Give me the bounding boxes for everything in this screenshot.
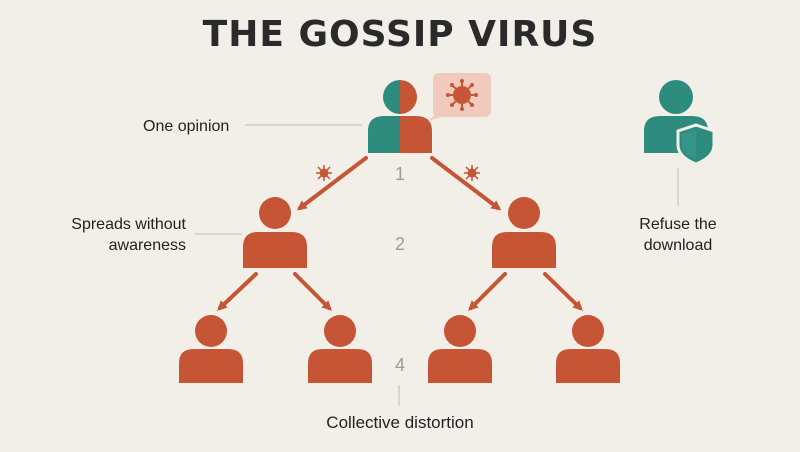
virus-icon — [464, 165, 480, 181]
virus-icon — [446, 79, 478, 111]
level-4-number: 4 — [394, 355, 405, 375]
arrow-icon — [217, 272, 258, 311]
spreads-label-line1: Spreads without — [71, 216, 186, 233]
refuse-label-line1: Refuse the — [639, 216, 717, 233]
origin-person-icon — [368, 80, 432, 153]
refuse-label: Refuse the download — [618, 214, 738, 256]
shield-icon — [676, 123, 716, 166]
one-opinion-label: One opinion — [143, 118, 230, 135]
arrow-icon — [293, 272, 332, 311]
level-1-number: 1 — [394, 164, 405, 184]
person-icon — [308, 315, 372, 383]
spreads-label-line2: awareness — [108, 237, 186, 254]
person-icon — [243, 197, 307, 268]
arrow-icon — [296, 156, 368, 211]
spreads-label: Spreads without awareness — [58, 214, 186, 256]
arrow-icon — [468, 272, 507, 311]
refuse-label-line2: download — [643, 237, 713, 254]
person-icon — [556, 315, 620, 383]
page-title: THE GOSSIP VIRUS — [202, 14, 598, 55]
level-2-number: 2 — [394, 234, 405, 254]
virus-icon — [316, 165, 332, 181]
person-icon — [428, 315, 492, 383]
collective-distortion-label: Collective distortion — [326, 413, 474, 432]
person-icon — [179, 315, 243, 383]
arrow-icon — [543, 272, 583, 311]
arrow-icon — [430, 156, 502, 211]
person-icon — [492, 197, 556, 268]
